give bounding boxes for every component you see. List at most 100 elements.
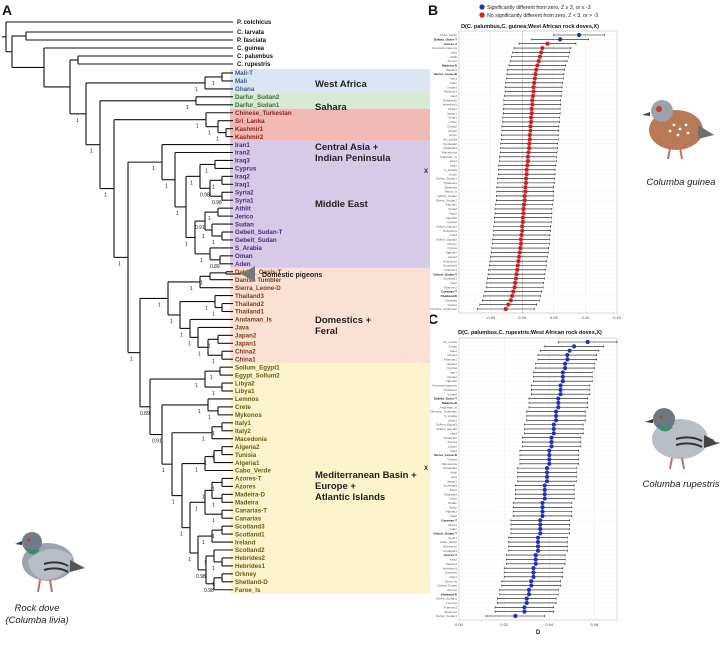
- chart-c-y-label: China1: [447, 353, 457, 357]
- chart-b-y-label: Gebeit_Sudan: [437, 194, 457, 198]
- tip-label: Lemnos: [235, 396, 259, 403]
- tip-labels: Mali-TMaliGhanaDarfur_Sudan2Darfur_Sudan…: [235, 70, 292, 594]
- chart-b-y-label: Gebeit_Sudan-T: [433, 272, 457, 276]
- tip-label: Oman: [235, 253, 253, 260]
- support-value: 1: [210, 375, 213, 381]
- tip-label: Darfur_Sudan2: [235, 94, 280, 101]
- tip-label: Iraq2: [235, 174, 250, 181]
- chart-b-y-label: Hebrides2: [443, 259, 457, 263]
- support-value: 1: [202, 494, 205, 500]
- outgroup-label: P. fasciata: [237, 38, 267, 44]
- chart-c-point: [535, 548, 541, 553]
- chart-c-y-label: Azores-T: [444, 553, 457, 557]
- tip-label: Sudan: [235, 221, 254, 228]
- tip-label: Kashmir1: [235, 126, 264, 133]
- chart-b-point: [520, 228, 525, 233]
- chart-c-x-tick-label: 0.04: [545, 622, 554, 627]
- chart-c-y-label: Hebrides1: [443, 566, 457, 570]
- chart-b-marks: [477, 32, 605, 312]
- chart-c-point: [558, 387, 563, 392]
- chart-c-point: [538, 531, 543, 536]
- chart-b-point: [521, 202, 527, 207]
- chart-b-y-label: Italy2: [450, 211, 458, 215]
- chart-c-y-label: Andaman_Is: [440, 405, 458, 409]
- chart-c-x-tick-label: 0.00: [455, 622, 464, 627]
- chart-b-y-label: Cabo_Verde: [440, 33, 457, 37]
- chart-b-x-tick-label: 0.00: [518, 315, 527, 320]
- chart-c-y-label: Algeria2: [446, 379, 458, 383]
- chart-b-point: [518, 246, 523, 251]
- chart-c-y-label: Sollum_Egypt2: [436, 427, 457, 431]
- band-west-africa: [230, 69, 430, 93]
- chart-c-point: [540, 513, 545, 519]
- chart-c-point: [553, 413, 559, 419]
- chart-c-y-label: Sudan: [448, 501, 457, 505]
- chart-b-point: [513, 280, 518, 286]
- chart-b-y-label: Syria1: [448, 116, 457, 120]
- chart-b-y-label: Macedonia: [442, 151, 457, 155]
- support-value: 1: [212, 534, 215, 540]
- chart-b-y-label: Algeria1: [446, 203, 458, 207]
- chart-b-point: [506, 302, 511, 307]
- chart-b-y-label: S_Arabia: [444, 168, 457, 172]
- tip-label: Shetland-D: [235, 579, 268, 586]
- chart-c-point: [540, 509, 545, 514]
- chart-b-y-label: Canarias: [445, 298, 458, 302]
- chart-b-point: [515, 263, 520, 268]
- support-value: 1: [202, 540, 205, 546]
- chart-c-point: [585, 339, 590, 345]
- support-value: 1: [190, 180, 193, 186]
- panel-letter-b: B: [428, 2, 438, 18]
- support-value: 1: [165, 184, 168, 190]
- chart-b-point: [529, 106, 534, 112]
- support-value: 1: [196, 124, 199, 130]
- support-value: 1: [198, 351, 201, 357]
- chart-b-point: [532, 80, 537, 85]
- chart-b-point: [527, 137, 532, 142]
- region-domestics-line1: Domestics +: [315, 315, 372, 326]
- chart-c-y-label: Dakhla_Oasis-T: [434, 397, 457, 401]
- chart-b-plot-area: [458, 30, 618, 314]
- chart-b-point: [532, 76, 537, 81]
- chart-b-y-label: Libya2: [448, 129, 457, 133]
- chart-b-point: [512, 285, 517, 290]
- chart-c-point: [556, 396, 561, 401]
- support-value: 1: [170, 319, 173, 325]
- chart-c-y-label: Hebrides2: [443, 545, 457, 549]
- chart-b-y-label: Syria2: [448, 207, 457, 211]
- chart-c-point: [531, 570, 536, 575]
- chart-b-y-label: Domestic pigeons: [432, 46, 457, 50]
- outgroup-label: C. guinea: [237, 46, 265, 52]
- support-value: 1: [204, 560, 207, 566]
- support-value: 1: [212, 359, 215, 365]
- chart-c-y-label: Sri_Lanka: [443, 340, 457, 344]
- tip-label: Danish Tumbler: [235, 277, 282, 284]
- chart-c-point: [556, 405, 561, 410]
- outgroup-label: P. colchicus: [237, 20, 272, 26]
- chart-c-y-label: Lemnos: [446, 601, 457, 605]
- chart-c-point: [551, 426, 556, 432]
- chart-c-point: [544, 479, 550, 484]
- chart-b-y-label: Sri_Lanka: [443, 137, 457, 141]
- tip-label: Libya2: [235, 380, 255, 387]
- chart-c-point: [531, 566, 536, 571]
- tip-label: Scotland1: [235, 531, 265, 538]
- tip-label: Ireland: [235, 539, 256, 546]
- tip-label: Orkney: [235, 571, 257, 578]
- tip-label: Kashmir2: [235, 134, 264, 141]
- support-value: 1: [208, 131, 211, 137]
- chart-b-point: [534, 67, 539, 72]
- support-value: 1: [130, 357, 133, 363]
- hill-pigeon-illustration: [645, 408, 720, 470]
- support-value: 1: [188, 341, 191, 347]
- tip-label: Mykonos: [235, 412, 262, 419]
- chart-c-y-label: Kashmir1: [444, 357, 457, 361]
- chart-b-x-tick-label: 0.10: [582, 315, 591, 320]
- chart-c-y-label: Libya1: [448, 523, 457, 527]
- tip-label: Chinese_Turkestan: [235, 110, 292, 117]
- chart-b-y-label: Scotland3: [443, 264, 457, 268]
- support-value: 1: [176, 211, 179, 217]
- chart-c-y-label: Gebeit_Sudan: [437, 584, 457, 588]
- chart-c-y-label: Mykonos: [445, 610, 458, 614]
- chart-c-xlabel: D: [536, 630, 541, 636]
